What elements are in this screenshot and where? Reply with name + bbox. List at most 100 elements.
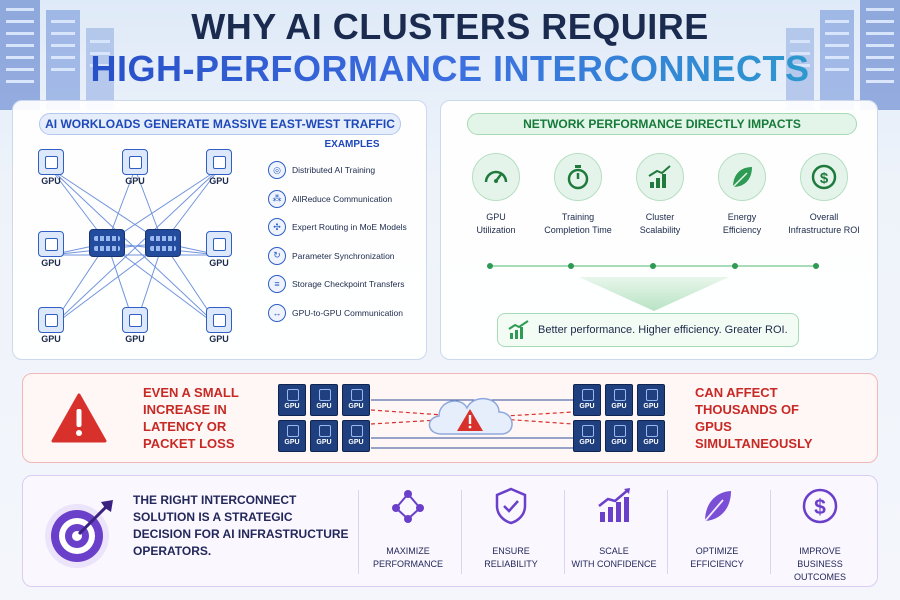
- examples-title: EXAMPLES: [324, 139, 380, 150]
- network-switch-icon: [145, 229, 181, 257]
- gpu-node: GPU: [113, 307, 157, 344]
- alert-right-text: CAN AFFECT THOUSANDS OF GPUS SIMULTANEOU…: [695, 385, 813, 451]
- latency-alert-panel: EVEN A SMALL INCREASE IN LATENCY OR PACK…: [22, 373, 878, 463]
- workloads-header: AI WORKLOADS GENERATE MASSIVE EAST-WEST …: [39, 113, 401, 135]
- gpu-chip-icon: GPU: [342, 420, 370, 452]
- server-racks-left-decoration: [0, 0, 114, 110]
- gpu-network-diagram: GPU GPU GPU GPU GPU GPU GPU GPU: [29, 143, 269, 353]
- gpu-chip-icon: GPU: [342, 384, 370, 416]
- gpu-chip-icon: GPU: [637, 420, 665, 452]
- svg-text:$: $: [814, 496, 826, 519]
- gauge-icon: [472, 153, 520, 201]
- svg-text:$: $: [820, 170, 829, 187]
- metric-label-line1: Cluster: [645, 212, 675, 222]
- gpu-chip-icon: GPU: [310, 384, 338, 416]
- database-icon: ≡: [268, 275, 286, 294]
- gpu-chip-icon: [206, 149, 232, 175]
- connector-dot: [650, 263, 656, 269]
- divider: [564, 490, 565, 574]
- metric-label-line1: Overall: [809, 212, 839, 222]
- metric-label-line2: Completion Time: [544, 225, 612, 235]
- examples-list: EXAMPLES ◎Distributed AI Training ⁂AllRe…: [268, 139, 426, 327]
- metric-label-line2: Scalability: [639, 225, 681, 235]
- gpu-chip-icon: GPU: [573, 420, 601, 452]
- divider: [770, 490, 771, 574]
- down-arrow-icon: [579, 277, 729, 311]
- metric-gpu-utilization: GPU Utilization: [455, 153, 537, 237]
- gpu-chip-icon: GPU: [605, 420, 633, 452]
- alert-left-text: EVEN A SMALL INCREASE IN LATENCY OR PACK…: [143, 385, 239, 451]
- gpu-node: GPU: [29, 231, 73, 268]
- gpu-chip-icon: [38, 307, 64, 333]
- example-item: ↔GPU-to-GPU Communication: [268, 299, 426, 328]
- conclusion-panel: THE RIGHT INTERCONNECT SOLUTION IS A STR…: [22, 475, 878, 587]
- shield-check-icon: [495, 487, 527, 525]
- title-line-2: HIGH-PERFORMANCE INTERCONNECTS: [0, 48, 900, 90]
- warning-triangle-icon: [51, 393, 107, 443]
- metric-label-line1: GPU: [486, 212, 506, 222]
- leaf-icon: [704, 491, 731, 522]
- dollar-icon: $: [802, 488, 838, 524]
- metric-label-line1: Training: [561, 212, 595, 222]
- example-item: ≡Storage Checkpoint Transfers: [268, 270, 426, 299]
- stopwatch-icon: [554, 153, 602, 201]
- gpu-chip-icon: [38, 231, 64, 257]
- connector-dot: [732, 263, 738, 269]
- divider: [461, 490, 462, 574]
- cloud-disruption-diagram: [370, 398, 574, 449]
- target-arrow-icon: [45, 500, 113, 568]
- network-icon: ⁂: [268, 189, 286, 208]
- sync-icon: ↻: [268, 246, 286, 265]
- gpu-chip-icon: GPU: [637, 384, 665, 416]
- gpu-node: GPU: [29, 307, 73, 344]
- gpu-node: GPU: [197, 307, 241, 344]
- gpu-chip-icon: GPU: [278, 384, 306, 416]
- gpu-node: GPU: [197, 149, 241, 186]
- gpu-chip-icon: [206, 231, 232, 257]
- gpu-chip-icon: [122, 307, 148, 333]
- metric-label-line2: Efficiency: [722, 225, 762, 235]
- gpu-cluster-left: GPU GPU GPU GPU GPU GPU: [278, 384, 370, 454]
- connector-dot: [487, 263, 493, 269]
- gpu-node: GPU: [197, 231, 241, 268]
- gpu-cluster-right: GPU GPU GPU GPU GPU GPU: [573, 384, 665, 454]
- divider: [667, 490, 668, 574]
- metrics-connector-line: [487, 263, 819, 269]
- result-box: Better performance. Higher efficiency. G…: [497, 313, 799, 347]
- metric-label-line2: Infrastructure ROI: [788, 225, 860, 235]
- network-nodes-icon: [392, 490, 424, 523]
- title-line-1: WHY AI CLUSTERS REQUIRE: [191, 6, 709, 47]
- example-item: ◎Distributed AI Training: [268, 156, 426, 185]
- example-item: ↻Parameter Synchronization: [268, 242, 426, 271]
- example-item: ✣Expert Routing in MoE Models: [268, 213, 426, 242]
- example-item: ⁂AllReduce Communication: [268, 185, 426, 214]
- gpu-chip-icon: [38, 149, 64, 175]
- impacts-panel: NETWORK PERFORMANCE DIRECTLY IMPACTS GPU…: [440, 100, 878, 360]
- network-switch-icon: [89, 229, 125, 257]
- growth-chart-icon: [598, 488, 630, 522]
- gpu-chip-icon: [206, 307, 232, 333]
- gpu-chip-icon: GPU: [605, 384, 633, 416]
- server-racks-right-decoration: [786, 0, 900, 110]
- bidirectional-arrow-icon: ↔: [268, 303, 286, 322]
- gpu-chip-icon: GPU: [573, 384, 601, 416]
- routing-icon: ✣: [268, 218, 286, 237]
- metric-label-line2: Utilization: [476, 225, 516, 235]
- connector-dot: [568, 263, 574, 269]
- divider: [358, 490, 359, 574]
- gpu-chip-icon: [122, 149, 148, 175]
- bar-chart-icon: [636, 153, 684, 201]
- gpu-node: GPU: [113, 149, 157, 186]
- gpu-chip-icon: GPU: [310, 420, 338, 452]
- impacts-header: NETWORK PERFORMANCE DIRECTLY IMPACTS: [467, 113, 857, 135]
- gpu-chip-icon: GPU: [278, 420, 306, 452]
